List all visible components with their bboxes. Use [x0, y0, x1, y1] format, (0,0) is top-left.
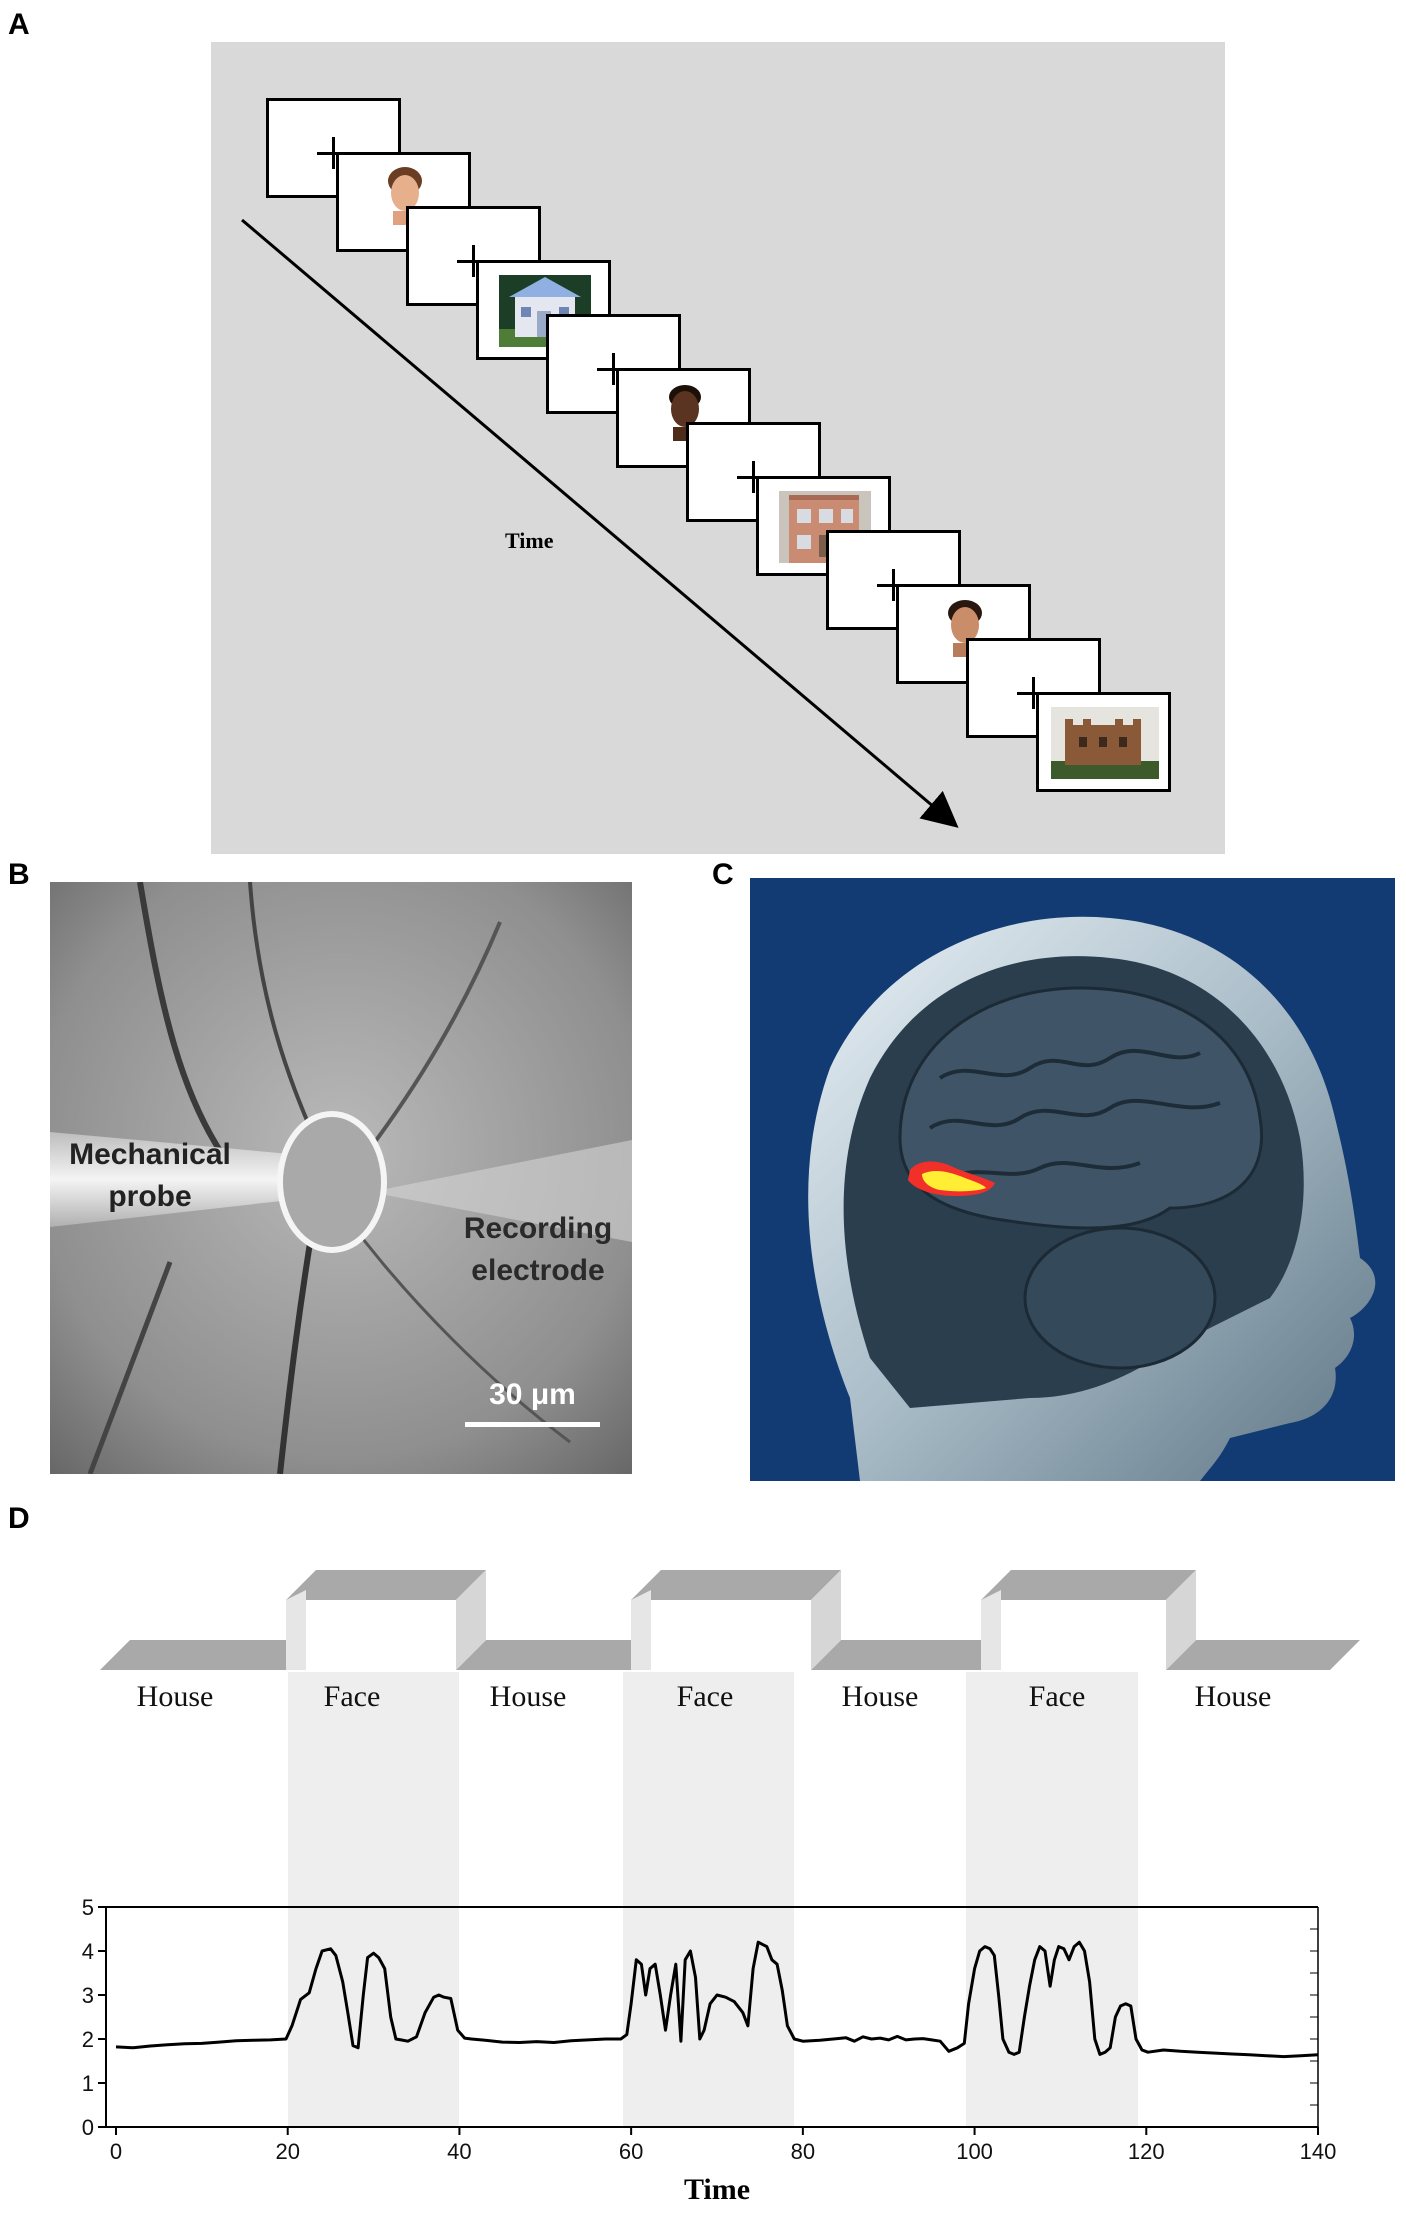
block-design-diagram — [100, 1570, 1360, 1670]
mechanical-probe-label: Mechanical probe — [69, 1138, 231, 1213]
bold-signal-line — [115, 1940, 1319, 2059]
x-tick-label: 0 — [110, 2139, 122, 2164]
panel-b-micrograph: Mechanical probe Recording electrode 30 … — [50, 882, 632, 1474]
time-label: Time — [505, 528, 554, 553]
y-tick-label: 3 — [82, 1983, 94, 2008]
house-block-label: House — [1194, 1680, 1272, 1713]
y-tick-label: 0 — [82, 2115, 94, 2140]
house-block-label: House — [489, 1680, 567, 1713]
face-block-label: Face — [1028, 1680, 1086, 1713]
fixation-cross — [877, 569, 909, 601]
y-tick-label: 5 — [82, 1895, 94, 1920]
fixation-cross — [457, 245, 489, 277]
panel-b-letter: B — [8, 858, 30, 891]
fixation-cross — [737, 461, 769, 493]
face-interval-shade — [622, 1672, 795, 2127]
x-axis-label: Time — [684, 2173, 750, 2206]
face-block-label: Face — [676, 1680, 734, 1713]
panel-d-letter: D — [8, 1502, 30, 1535]
fixation-cross — [1017, 677, 1049, 709]
face-interval-shade — [287, 1672, 460, 2127]
micrograph-image — [50, 882, 632, 1474]
x-tick-label: 80 — [791, 2139, 815, 2164]
x-tick-label: 140 — [1300, 2139, 1337, 2164]
house-block-label: House — [136, 1680, 214, 1713]
panel-a-stimulus-sequence: Time — [211, 42, 1225, 854]
y-tick-label: 4 — [82, 1939, 94, 1964]
face-interval-shade — [965, 1672, 1138, 2127]
panel-c-letter: C — [712, 858, 734, 891]
x-tick-label: 100 — [956, 2139, 993, 2164]
fixation-screen — [406, 206, 541, 306]
time-arrow — [241, 218, 959, 828]
scale-bar-label: 30 μm — [489, 1378, 576, 1411]
y-tick-label: 1 — [82, 2071, 94, 2096]
x-tick-label: 20 — [275, 2139, 299, 2164]
x-tick-label: 120 — [1128, 2139, 1165, 2164]
panel-c-brain-mri — [750, 878, 1395, 1481]
x-tick-label: 40 — [447, 2139, 471, 2164]
house-image — [1051, 707, 1159, 779]
house-block-label: House — [841, 1680, 919, 1713]
recording-electrode-label: Recording electrode — [463, 1212, 613, 1287]
panel-a-letter: A — [8, 8, 30, 41]
face-screen — [896, 584, 1031, 684]
x-tick-label: 60 — [619, 2139, 643, 2164]
brain-mri-image — [808, 916, 1376, 1481]
house-screen — [1036, 692, 1171, 792]
face-block-label: Face — [323, 1680, 381, 1713]
fixation-cross — [317, 137, 349, 169]
y-tick-label: 2 — [82, 2027, 94, 2052]
fixation-cross — [597, 353, 629, 385]
face-image — [948, 600, 982, 657]
